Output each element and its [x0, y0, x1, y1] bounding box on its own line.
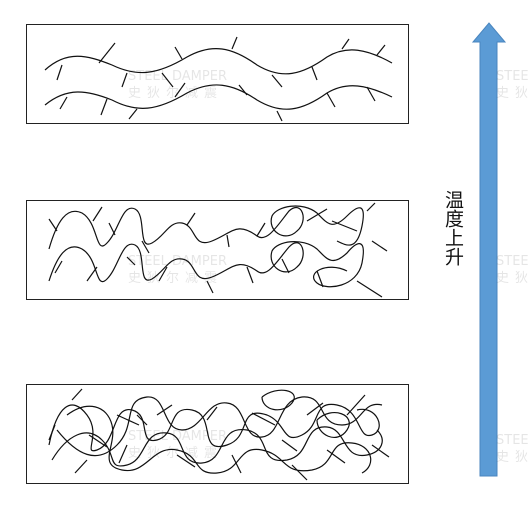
chain-bottom: [44, 84, 393, 110]
arrow-up-icon: [471, 22, 507, 477]
chain-bottom-folding: [48, 241, 364, 288]
chain-b-entangled: [51, 426, 383, 467]
folding-chains-drawing: [48, 202, 388, 298]
panel-entangled-chains: [26, 384, 409, 484]
chain-d-entangled: [66, 405, 372, 474]
loop-1: [261, 389, 295, 411]
entangled-chains-drawing: [48, 388, 390, 481]
chain-top: [44, 48, 393, 75]
temperature-rise-label: 温度上升: [442, 190, 464, 266]
ordered-chains-drawing: [44, 36, 393, 122]
panel-ordered-chains: [26, 24, 409, 124]
chain-a-entangled: [48, 403, 380, 452]
chain-c-entangled: [56, 396, 383, 457]
loop-2: [316, 411, 350, 438]
panel-folding-chains: [26, 200, 409, 300]
